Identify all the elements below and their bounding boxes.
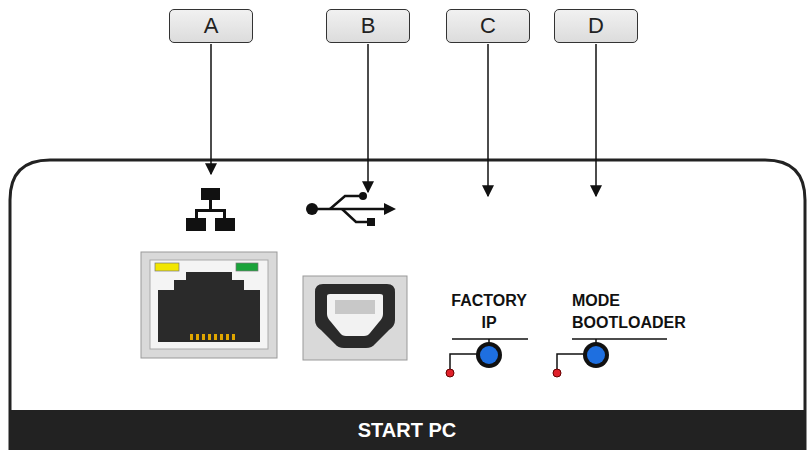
callout-box: D [554, 9, 638, 43]
callout-box: C [446, 9, 530, 43]
button-label: FACTORY IP [451, 290, 526, 333]
button-label: FACTORY IP [451, 290, 526, 333]
button-label: MODE BOOTLOADER [572, 290, 686, 333]
network-symbol [186, 188, 235, 231]
callout-box: B [326, 9, 410, 43]
callout-letter: A [204, 13, 219, 39]
button-label: MODE BOOTLOADER [572, 290, 686, 333]
leader-arrows [211, 44, 596, 196]
usb-b-port [303, 276, 407, 360]
callout-letter: C [480, 13, 496, 39]
callout-letter: B [361, 13, 376, 39]
callout-box: A [169, 9, 253, 43]
usb-symbol [306, 192, 396, 226]
bottom-band [10, 410, 805, 450]
housing-outline [10, 160, 805, 450]
panel-name: START PC [358, 419, 457, 441]
factory-ip-button [446, 339, 528, 377]
bootloader-button [553, 339, 667, 377]
ethernet-port [141, 252, 277, 358]
panel-name: START PC [358, 419, 457, 442]
callout-letter: D [588, 13, 604, 39]
